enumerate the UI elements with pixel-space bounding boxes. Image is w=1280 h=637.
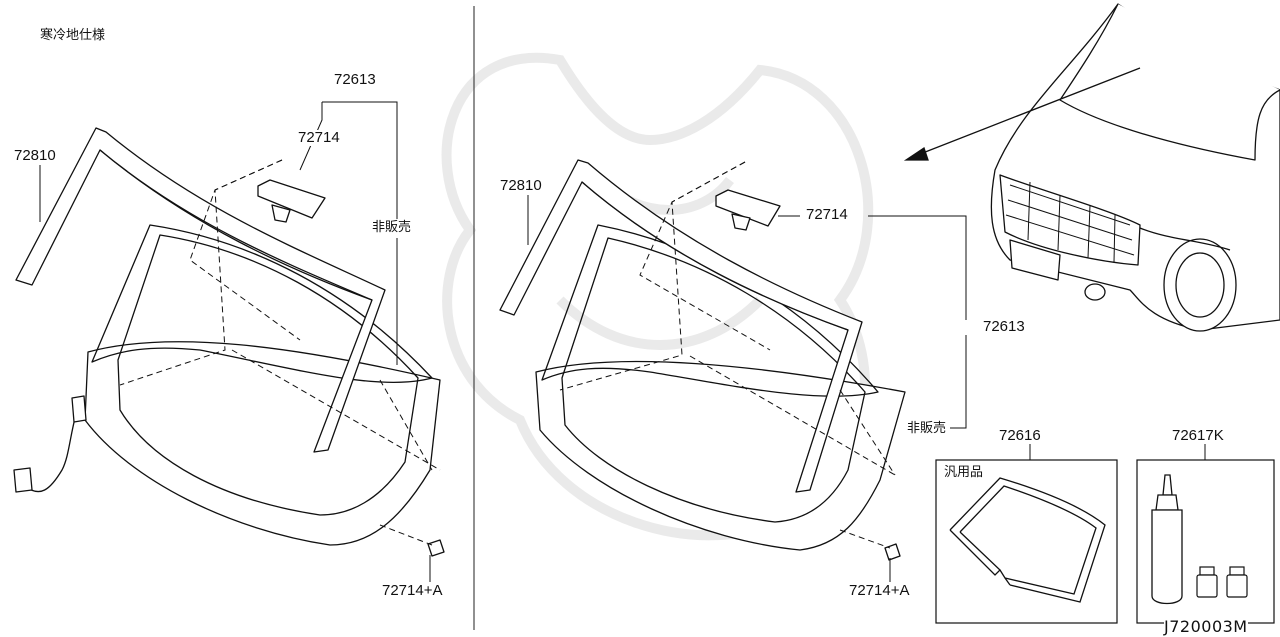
right-dashed-guides (559, 161, 896, 549)
adhesive-tube-icon (1151, 474, 1183, 605)
primer-bottle-icon (1196, 566, 1248, 598)
right-part-72714: 72714 (806, 206, 848, 223)
box-72616-part-label: 72616 (999, 427, 1041, 444)
right-not-for-sale: 非販売 (907, 420, 947, 436)
right-part-72613: 72613 (983, 318, 1025, 335)
box-72617k (1136, 459, 1275, 624)
left-part-72613: 72613 (334, 71, 376, 88)
left-windshield-moulding (15, 127, 386, 453)
left-part-72714a: 72714+A (382, 582, 443, 599)
box-72616 (935, 459, 1118, 624)
right-spacer-72714a (884, 543, 901, 561)
diagram-code: J720003M (1164, 617, 1248, 636)
right-leader-lines (527, 195, 1206, 582)
left-mirror-base (257, 179, 326, 223)
left-part-72714: 72714 (298, 129, 340, 146)
dam-rubber-strip (949, 477, 1106, 603)
right-part-72810: 72810 (500, 177, 542, 194)
left-not-for-sale: 非販売 (372, 219, 412, 235)
left-dashed-guides (119, 159, 441, 546)
vehicle-sketch (990, 3, 1280, 332)
right-part-72714a: 72714+A (849, 582, 910, 599)
left-harness (13, 395, 87, 493)
left-windshield-glass (84, 224, 441, 546)
left-part-72810: 72810 (14, 147, 56, 164)
left-leader-lines (39, 101, 431, 582)
left-spacer-72714a (427, 539, 445, 557)
right-mirror-base (715, 189, 781, 231)
box-72617k-part-label: 72617K (1172, 427, 1224, 444)
left-note-label: 寒冷地仕様 (40, 27, 106, 43)
right-windshield-moulding (499, 159, 863, 493)
location-arrow (903, 67, 1141, 161)
box-72616-note-label: 汎用品 (944, 464, 984, 480)
